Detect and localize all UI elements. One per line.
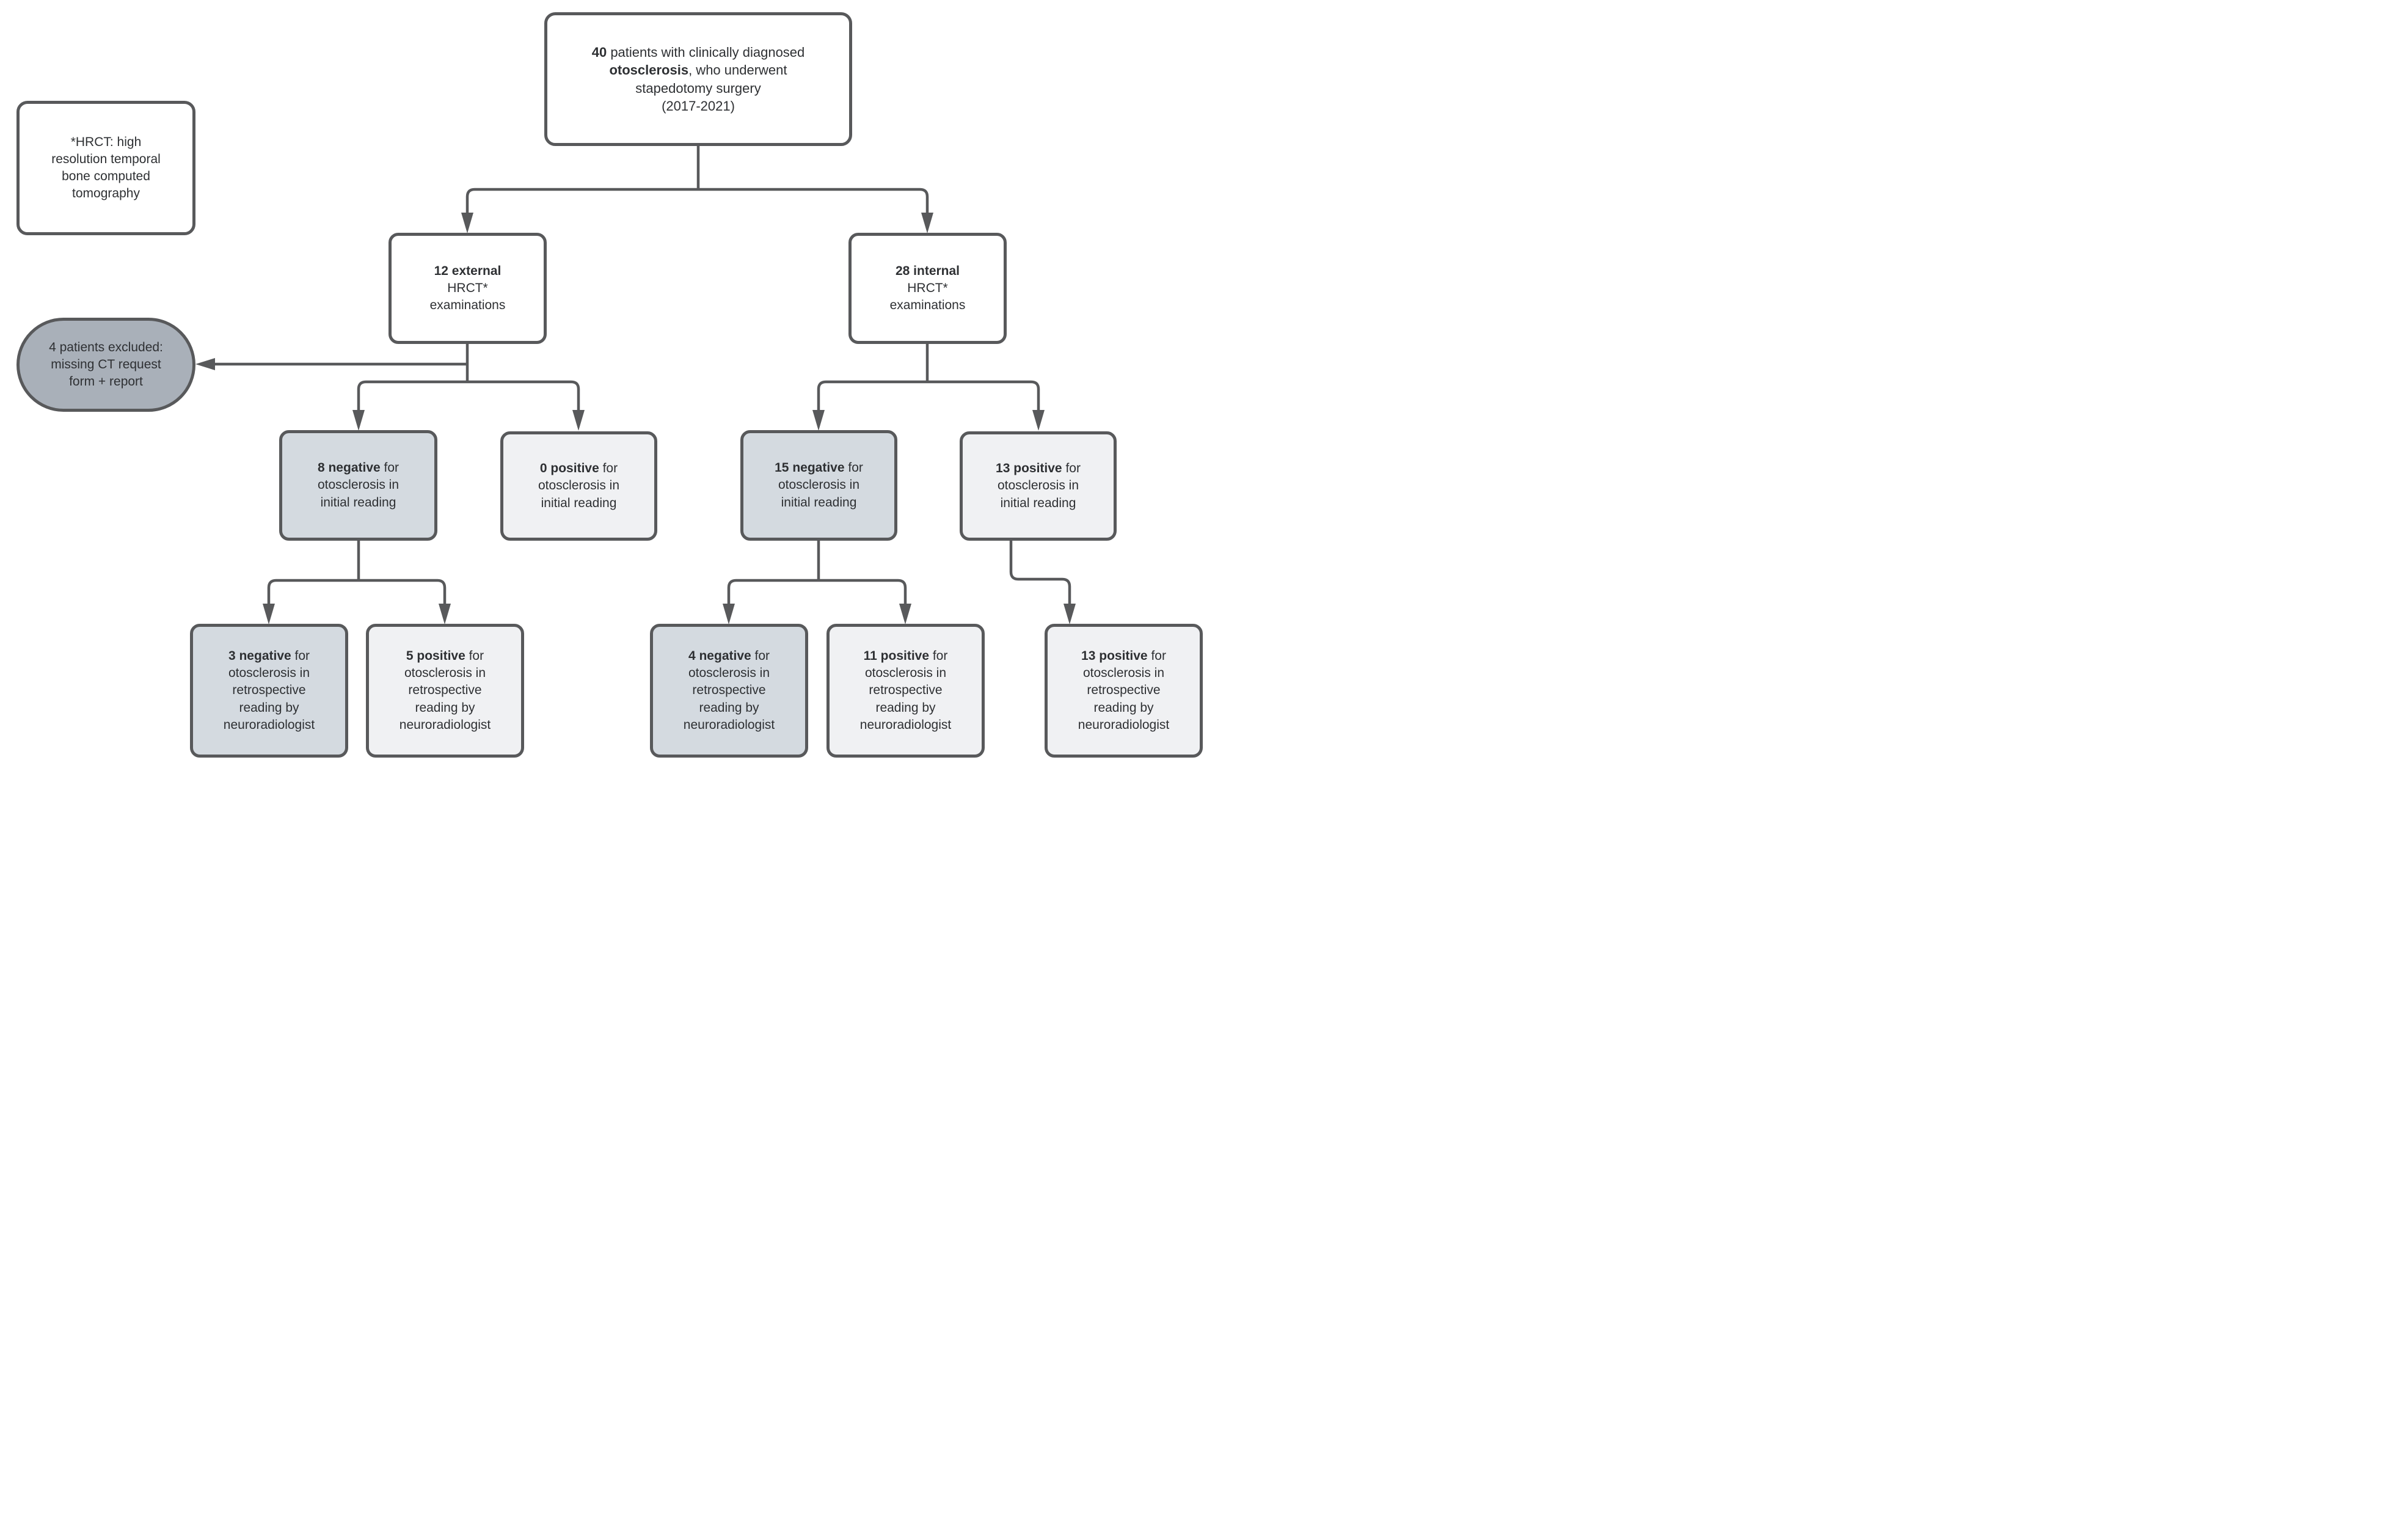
root-bold-count: 40	[591, 44, 607, 60]
box-internal-hrct: 28 internal HRCT*examinations	[848, 233, 1007, 344]
connector-root-split	[461, 146, 933, 233]
arrowhead-to-internal	[921, 213, 933, 233]
root-bold-otosclerosis: otosclerosis	[609, 62, 689, 78]
arrowhead-to-11-positive	[899, 604, 911, 624]
external-hrct-text: 12 external HRCT*examinations	[429, 263, 506, 313]
arrowhead-to-external-positive	[572, 410, 585, 431]
arrowhead-to-5-positive	[439, 604, 451, 624]
flowchart-canvas: 40 patients with clinically diagnosed ot…	[0, 0, 1204, 770]
arrowhead-to-3-negative	[263, 604, 275, 624]
connector-internal-positive-elbow	[1009, 541, 1076, 624]
box-external-hrct: 12 external HRCT*examinations	[389, 233, 547, 344]
box-root-patients: 40 patients with clinically diagnosed ot…	[544, 12, 852, 146]
arrowhead-to-internal-positive	[1032, 410, 1045, 431]
connector-internal-branch	[812, 344, 1045, 431]
internal-hrct-text: 28 internal HRCT*examinations	[889, 263, 966, 313]
connector-external-branch	[195, 344, 585, 431]
connector-external-negative-split	[263, 541, 451, 624]
arrowhead-to-external-negative	[352, 410, 365, 431]
arrowhead-to-13-positive-retro	[1064, 604, 1076, 624]
arrowhead-to-external	[461, 213, 473, 233]
connector-internal-negative-split	[723, 541, 911, 624]
arrowhead-to-4-negative	[723, 604, 735, 624]
arrowhead-to-excluded	[195, 358, 215, 370]
arrowhead-to-internal-negative	[812, 410, 825, 431]
connector-lines	[195, 146, 1076, 624]
box-root-text: 40 patients with clinically diagnosed ot…	[591, 44, 805, 114]
